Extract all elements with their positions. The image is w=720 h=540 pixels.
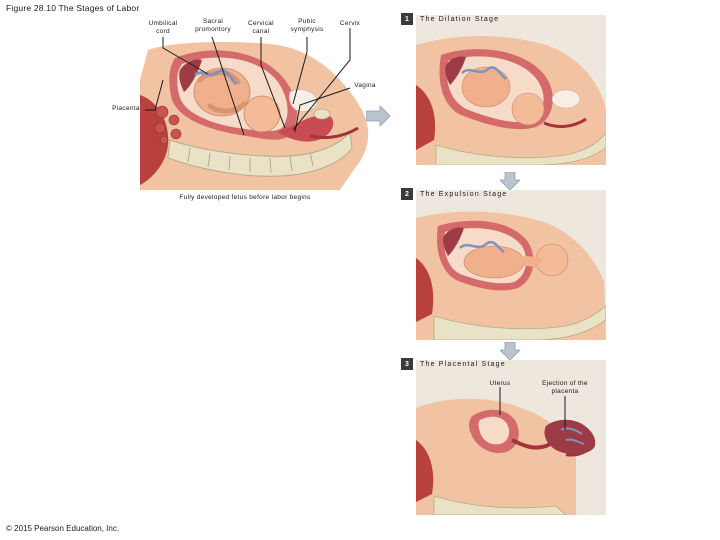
umbilical-cord bbox=[193, 69, 238, 86]
sacral-promontory-leader bbox=[211, 36, 245, 136]
sacrum bbox=[167, 130, 353, 177]
sacral-promontory-label: Sacral promontory bbox=[190, 18, 236, 34]
figure-title: Figure 28.10 The Stages of Labor bbox=[6, 3, 140, 13]
sacral-promontory-label-line2: promontory bbox=[195, 26, 231, 33]
cervical-canal-label: Cervical canal bbox=[238, 20, 284, 36]
pubic-symphysis-leader bbox=[292, 37, 308, 105]
placenta-leader bbox=[145, 79, 164, 111]
stage-1-badge: 1 bbox=[401, 13, 413, 25]
intestines bbox=[154, 105, 182, 145]
vaginal-canal bbox=[309, 126, 359, 140]
pubic-symphysis bbox=[313, 108, 331, 120]
uterus-label: Uterus bbox=[489, 380, 511, 387]
cervical-canal-label-line2: canal bbox=[252, 28, 270, 35]
umbilical-cord-label-line1: Umbilical bbox=[148, 20, 178, 27]
ejection-label-line2: placenta bbox=[551, 388, 579, 395]
copyright: © 2015 Pearson Education, Inc. bbox=[6, 524, 120, 533]
cervical-canal-label-line1: Cervical bbox=[248, 20, 274, 27]
stage-3-title: The Placental Stage bbox=[420, 361, 506, 368]
vagina-label: Vagina bbox=[354, 82, 376, 89]
main-illustration bbox=[140, 42, 369, 190]
main-caption: Fully developed fetus before labor begin… bbox=[179, 194, 311, 201]
cervix-leader bbox=[292, 28, 351, 131]
placenta-label: Placenta bbox=[112, 105, 140, 112]
cervix bbox=[278, 115, 334, 142]
stage-1-title: The Dilation Stage bbox=[420, 16, 500, 23]
pubic-symphysis-label: Pubic symphysis bbox=[284, 18, 330, 34]
arrow-down-icon bbox=[500, 172, 520, 190]
stage-2-badge: 2 bbox=[401, 188, 413, 200]
vagina-leader bbox=[294, 87, 351, 133]
arrow-right-icon bbox=[366, 106, 391, 126]
arrow-down-icon bbox=[500, 342, 520, 360]
bladder bbox=[288, 89, 319, 112]
pubic-symphysis-label-line1: Pubic bbox=[298, 18, 316, 25]
ejection-label-line1: Ejection of the bbox=[542, 380, 588, 387]
umbilical-cord-label: Umbilical cord bbox=[140, 20, 186, 36]
stage-2-title: The Expulsion Stage bbox=[420, 191, 508, 198]
umbilical-cord-label-line2: cord bbox=[156, 28, 170, 35]
umbilical-cord-leader bbox=[162, 37, 209, 75]
pubic-symphysis-label-line2: symphysis bbox=[290, 26, 324, 33]
cervical-canal-leader bbox=[260, 37, 286, 129]
stage-3-badge: 3 bbox=[401, 358, 413, 370]
cervix-label: Cervix bbox=[339, 20, 361, 27]
ejection-label: Ejection of the placenta bbox=[535, 380, 595, 396]
sacral-promontory-label-line1: Sacral bbox=[202, 18, 224, 25]
